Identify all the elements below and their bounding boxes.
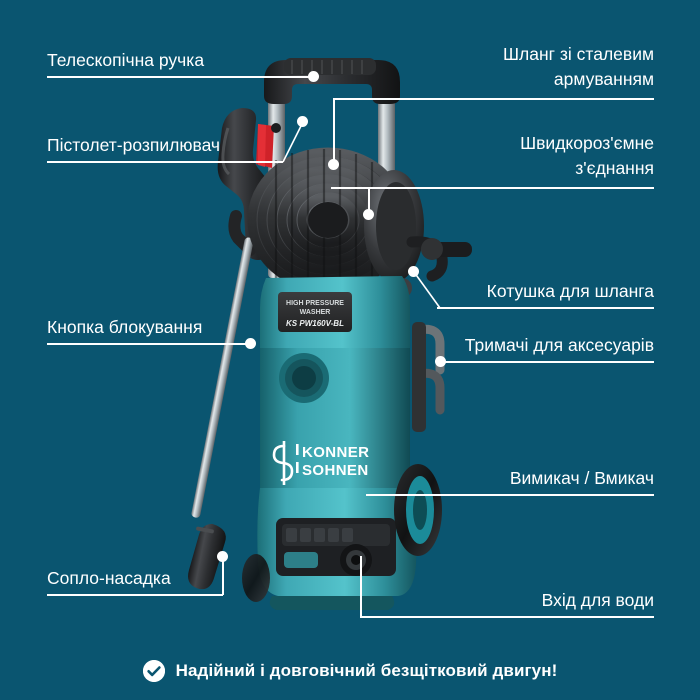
leader-dot-quick-connect bbox=[363, 209, 374, 220]
callout-steel-braided-hose-label: Шланг зі сталевим армуванням bbox=[502, 44, 654, 89]
leader-dot-nozzle bbox=[217, 551, 228, 562]
callout-lock-button-label: Кнопка блокування bbox=[47, 317, 203, 337]
leader-dot-steel-braided-hose bbox=[328, 159, 339, 170]
leader-dot-hose-reel bbox=[408, 266, 419, 277]
leader-line-spray-gun bbox=[47, 161, 283, 163]
svg-text:KS PW160V-BL: KS PW160V-BL bbox=[286, 319, 344, 328]
leader-line-hose-reel bbox=[437, 307, 654, 309]
callout-water-inlet-label: Вхід для води bbox=[541, 590, 654, 610]
leader-line-nozzle bbox=[47, 594, 223, 596]
callout-accessory-holders-label: Тримачі для аксесуарів bbox=[464, 335, 654, 355]
leader-line-accessory-holders bbox=[440, 361, 654, 363]
callout-telescopic-handle-label: Телескопічна ручка bbox=[47, 50, 205, 70]
svg-text:SOHNEN: SOHNEN bbox=[302, 462, 369, 479]
leader-line-quick-connect bbox=[331, 187, 654, 189]
leader-line-quick-connect-vertical bbox=[368, 187, 370, 215]
leader-dot-telescopic-handle bbox=[308, 71, 319, 82]
leader-dot-spray-gun bbox=[297, 116, 308, 127]
leader-dot-lock-button bbox=[245, 338, 256, 349]
callout-hose-reel-label: Котушка для шланга bbox=[486, 281, 654, 301]
leader-line-steel-braided-hose-vertical bbox=[333, 98, 335, 164]
leader-line-steel-braided-hose bbox=[333, 98, 654, 100]
check-circle-icon bbox=[142, 660, 165, 682]
leader-angle-hose-reel bbox=[413, 271, 441, 309]
product-image: HIGH PRESSURE WASHER KS PW160V-BL KONNER… bbox=[180, 30, 530, 630]
leader-line-lock-button bbox=[47, 343, 250, 345]
bottom-banner: Надійний і довговічний безщітковий двигу… bbox=[0, 642, 700, 700]
leader-dot-accessory-holders bbox=[435, 356, 446, 367]
svg-text:KONNER: KONNER bbox=[302, 444, 369, 461]
callout-nozzle-label: Сопло-насадка bbox=[47, 568, 171, 588]
callout-spray-gun-label: Пістолет-розпилювач bbox=[47, 135, 221, 155]
svg-text:WASHER: WASHER bbox=[300, 309, 331, 316]
leader-line-power-switch bbox=[366, 494, 654, 496]
banner-text: Надійний і довговічний безщітковий двигу… bbox=[175, 661, 558, 680]
leader-line-telescopic-handle bbox=[47, 76, 313, 78]
leader-angle-spray-gun bbox=[282, 121, 304, 163]
leader-line-water-inlet bbox=[360, 616, 654, 618]
leader-line-water-inlet-vertical bbox=[360, 556, 362, 616]
svg-text:HIGH PRESSURE: HIGH PRESSURE bbox=[286, 300, 344, 307]
callout-power-switch-label: Вимикач / Вмикач bbox=[509, 468, 654, 488]
callout-quick-connect-label: Швидкороз'ємне з'єднання bbox=[520, 133, 654, 178]
leader-line-nozzle-vertical bbox=[222, 560, 224, 595]
